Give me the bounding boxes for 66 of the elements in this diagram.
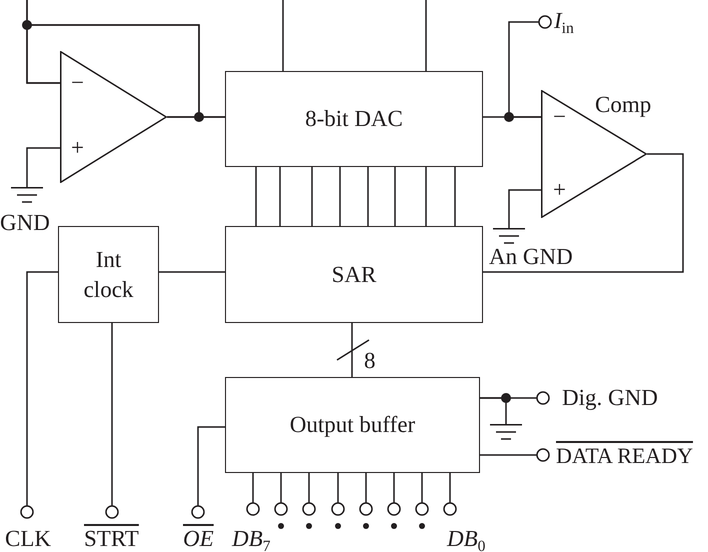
- pin-label: DB$_{7}$: [232, 527, 270, 550]
- circuit-block: SAR: [225, 226, 483, 323]
- wire: [393, 473, 395, 503]
- wire: [449, 473, 451, 503]
- wire: [337, 473, 339, 503]
- wire: [252, 473, 254, 503]
- wire: [280, 473, 282, 503]
- terminal-icon: [20, 505, 34, 519]
- pin-label: Dig. GND: [562, 386, 658, 409]
- ground-icon: [11, 187, 43, 203]
- wire: [351, 323, 353, 377]
- wire: [197, 426, 225, 506]
- circuit-block: 8-bit DAC: [225, 71, 483, 167]
- wire: [111, 323, 113, 506]
- terminal-icon: [246, 502, 260, 516]
- terminal-icon: [331, 502, 345, 516]
- component-label: Comp: [595, 93, 652, 116]
- pin-label: CLK: [5, 527, 51, 550]
- pin-label: STRT: [84, 527, 139, 550]
- pin-label: I$_{in}$: [554, 9, 574, 32]
- terminal-icon: [536, 448, 550, 462]
- terminal-icon: [105, 505, 119, 519]
- ground-icon: [490, 424, 522, 440]
- circuit-block: Int clock: [58, 226, 159, 323]
- circuit-block: Output buffer: [225, 377, 480, 473]
- input-sign: −: [71, 71, 84, 94]
- wire: [421, 473, 423, 503]
- terminal-icon: [536, 391, 550, 405]
- input-sign: −: [553, 105, 566, 128]
- terminal-icon: [274, 502, 288, 516]
- wire: [365, 473, 367, 503]
- wire: [339, 167, 341, 226]
- terminal-icon: [415, 502, 429, 516]
- wire: [367, 167, 369, 226]
- wire: [480, 397, 507, 424]
- wire: [159, 271, 225, 273]
- wire: [26, 271, 58, 506]
- ground-icon: [493, 228, 525, 244]
- pin-label: DB$_{0}$: [447, 527, 486, 550]
- ground-label: An GND: [489, 245, 573, 268]
- wire: [425, 0, 427, 71]
- wire: [425, 167, 427, 226]
- input-sign: +: [553, 178, 566, 201]
- wire: [454, 167, 456, 226]
- ground-label: GND: [0, 211, 50, 234]
- terminal-icon: [387, 502, 401, 516]
- terminal-icon: [538, 15, 552, 29]
- wire: [308, 473, 310, 503]
- wire: [311, 167, 313, 226]
- wire: [480, 454, 537, 456]
- wire: [483, 153, 684, 273]
- terminal-icon: [359, 502, 373, 516]
- wire: [279, 167, 281, 226]
- terminal-icon: [443, 502, 457, 516]
- input-sign: +: [71, 136, 84, 159]
- wire: [26, 147, 60, 187]
- wire: [255, 167, 257, 226]
- wire: [394, 167, 396, 226]
- wire: [508, 189, 541, 228]
- wire: [167, 116, 225, 118]
- wire: [508, 21, 541, 118]
- pin-label: OE: [183, 527, 214, 550]
- wire: [282, 0, 284, 71]
- pin-label: DATA READY: [556, 445, 693, 467]
- terminal-icon: [302, 502, 316, 516]
- terminal-icon: [191, 505, 205, 519]
